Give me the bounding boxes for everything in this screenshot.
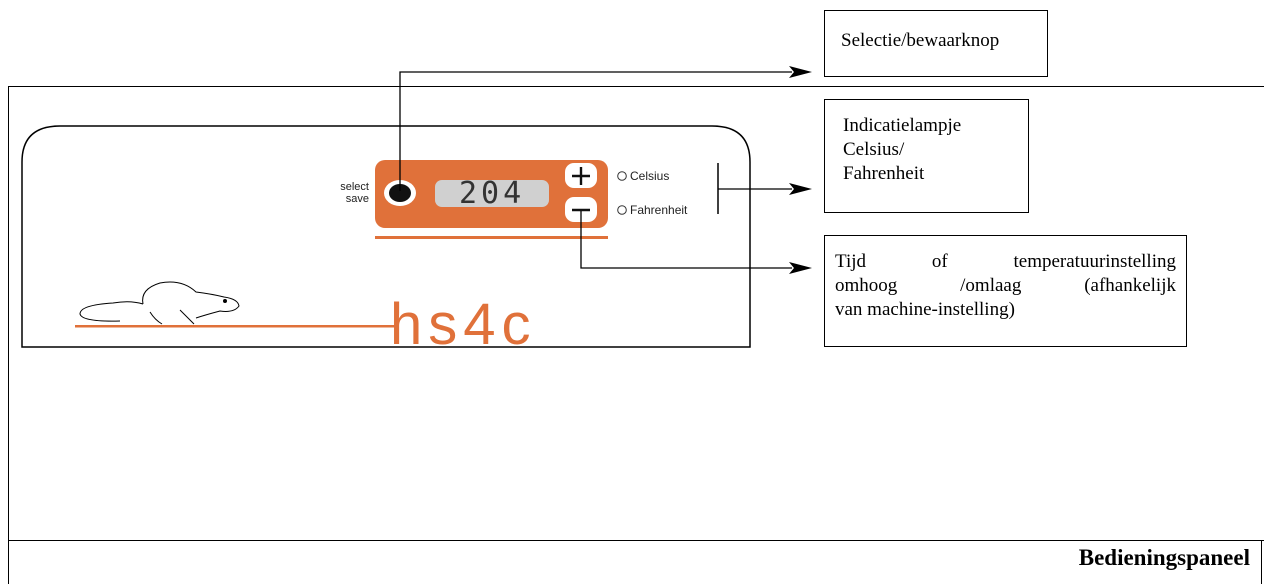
leader-updown bbox=[580, 211, 792, 269]
led-celsius-label: Celsius bbox=[630, 169, 670, 183]
footer-title: Bedieningspaneel bbox=[1078, 545, 1250, 570]
frame-left-border bbox=[8, 86, 9, 584]
arrowhead-select bbox=[789, 66, 812, 78]
arrowhead-indicator bbox=[789, 183, 812, 195]
led-fahrenheit-icon bbox=[617, 205, 627, 215]
callout-indicator-line2: Celsius/ bbox=[843, 139, 905, 160]
leader-lines bbox=[399, 71, 792, 269]
callout-time-temp-updown: Tijd of temperatuurinstelling omhoog /om… bbox=[824, 235, 1187, 347]
callout-indicator-line1: Indicatielampje bbox=[843, 115, 962, 136]
panel-housing-outline bbox=[21, 125, 751, 348]
callout-updown-line3: van machine-instelling) bbox=[835, 299, 1015, 320]
callout-updown-line1: Tijd of temperatuurinstelling bbox=[835, 251, 1176, 272]
frame-right-border bbox=[1261, 540, 1262, 584]
display-value: 204 bbox=[459, 176, 526, 211]
arrowheads bbox=[789, 66, 812, 274]
callout-indicator-lamp: Indicatielampje Celsius/ Fahrenheit bbox=[824, 99, 1029, 213]
arrowhead-updown bbox=[789, 262, 812, 274]
led-celsius-icon bbox=[617, 171, 627, 181]
select-label: select bbox=[340, 181, 369, 193]
select-save-button-dot bbox=[389, 184, 411, 202]
control-block-underline bbox=[375, 236, 608, 239]
leader-select bbox=[399, 71, 792, 191]
callout-select-save: Selectie/bewaarknop bbox=[824, 10, 1048, 77]
frame-footer-divider bbox=[8, 540, 1264, 541]
brand-logo-text: hs4c bbox=[390, 292, 537, 357]
beaver-logo-outline bbox=[79, 281, 240, 325]
frame-top-border bbox=[8, 86, 1264, 87]
select-save-label: select save bbox=[314, 181, 369, 205]
callout-updown-line2: omhoog /omlaag (afhankelijk bbox=[835, 275, 1176, 296]
temperature-display bbox=[435, 180, 549, 207]
callout-indicator-line3: Fahrenheit bbox=[843, 163, 925, 184]
callout-select-save-text: Selectie/bewaarknop bbox=[841, 30, 1000, 51]
led-fahrenheit-label: Fahrenheit bbox=[630, 203, 688, 217]
brand-baseline bbox=[75, 325, 395, 328]
save-label: save bbox=[345, 193, 369, 205]
